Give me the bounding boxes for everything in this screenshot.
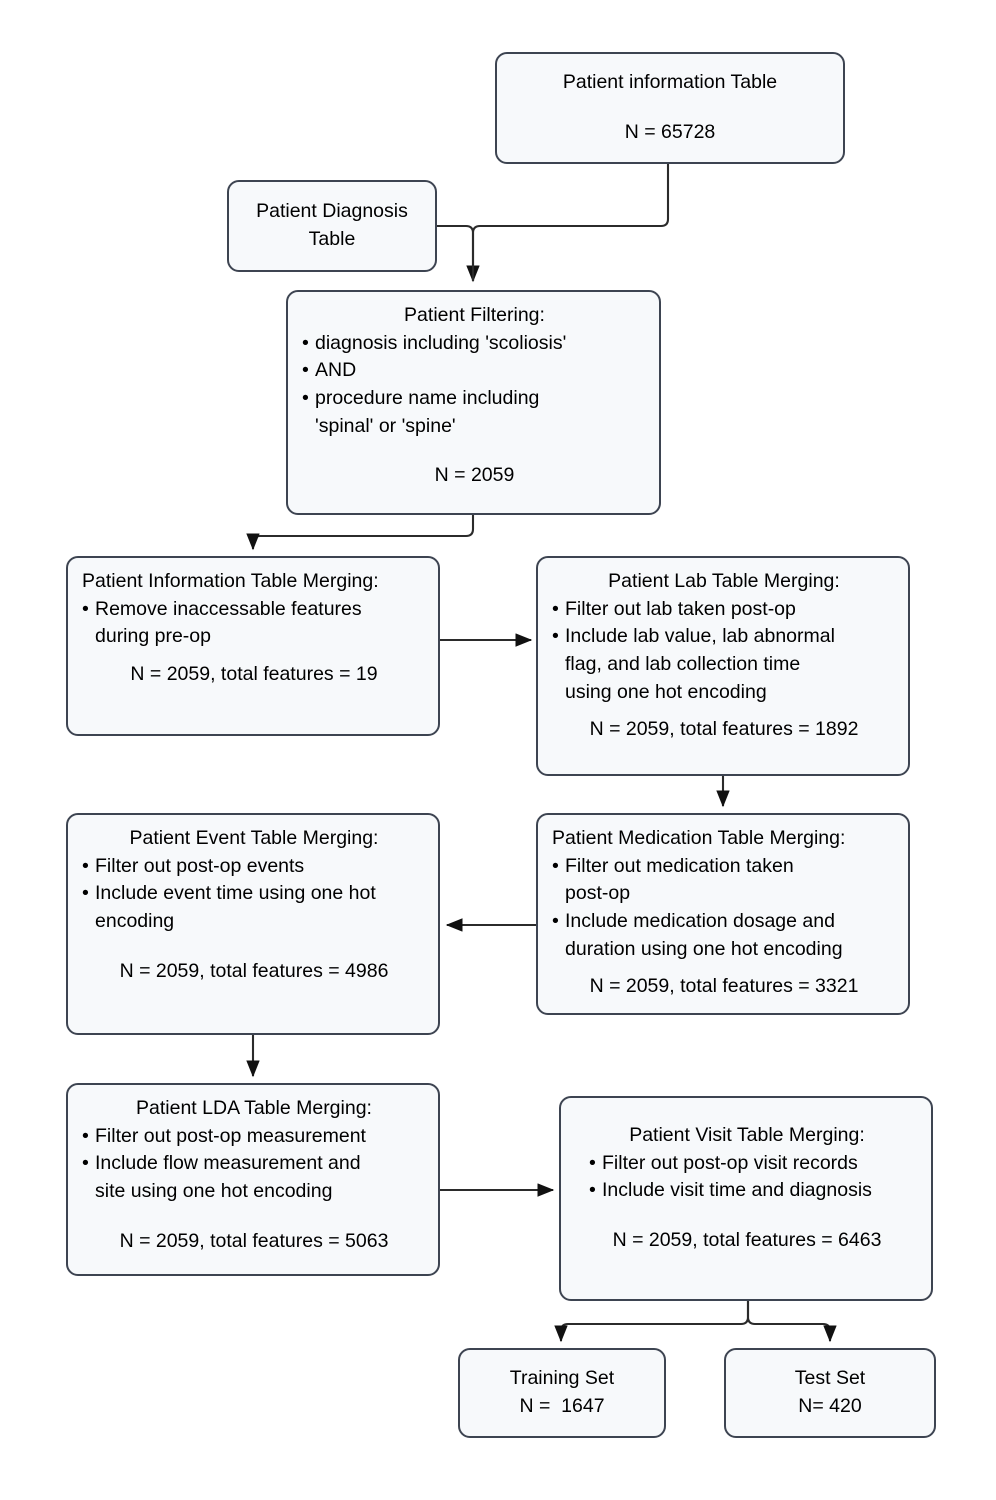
- node-title: Patient Lab Table Merging:: [608, 570, 840, 592]
- node-title: Patient Diagnosis Table: [256, 200, 408, 250]
- node-bullet-list: diagnosis including 'scoliosis' AND proc…: [302, 330, 647, 441]
- spacer: [82, 651, 426, 661]
- node-test-set[interactable]: Test Set N= 420: [724, 1348, 936, 1438]
- node-patient-diagnosis-table[interactable]: Patient Diagnosis Table: [227, 180, 437, 272]
- node-patient-information-table[interactable]: Patient information Table N = 65728: [495, 52, 845, 164]
- list-item: diagnosis including 'scoliosis': [302, 330, 647, 358]
- node-title: Patient Information Table Merging:: [82, 570, 379, 592]
- node-title: Test Set: [794, 1367, 866, 1390]
- list-item: Filter out post-op events: [82, 853, 426, 881]
- node-patient-visit-merging[interactable]: Patient Visit Table Merging: Filter out …: [559, 1096, 933, 1301]
- spacer: [552, 963, 896, 973]
- connector-diagnosis-to-filtering: [437, 224, 475, 281]
- node-count: N = 2059, total features = 3321: [589, 975, 859, 998]
- spacer: [82, 936, 426, 958]
- node-count: N = 2059, total features = 1892: [589, 718, 859, 741]
- spacer: [552, 706, 896, 716]
- spacer: [82, 1206, 426, 1228]
- node-count: N = 2059: [434, 464, 515, 487]
- node-count: N = 65728: [624, 121, 716, 143]
- node-title: Patient information Table: [562, 71, 778, 94]
- node-patient-filtering[interactable]: Patient Filtering: diagnosis including '…: [286, 290, 661, 515]
- list-item: Remove inaccessable features during pre-…: [82, 596, 426, 651]
- node-bullet-list: Filter out lab taken post-op Include lab…: [552, 596, 896, 707]
- node-title: Patient Event Table Merging:: [129, 827, 379, 849]
- spacer: [302, 440, 647, 462]
- node-patient-lda-merging[interactable]: Patient LDA Table Merging: Filter out po…: [66, 1083, 440, 1276]
- node-patient-lab-merging[interactable]: Patient Lab Table Merging: Filter out la…: [536, 556, 910, 776]
- node-title: Patient Medication Table Merging:: [552, 827, 846, 849]
- node-count: N = 2059, total features = 19: [130, 663, 378, 686]
- connector-filtering-to-information-merging: [246, 515, 475, 551]
- list-item: Include medication dosage and duration u…: [552, 908, 896, 963]
- connector-visit-to-test: [746, 1301, 837, 1343]
- node-patient-event-merging[interactable]: Patient Event Table Merging: Filter out …: [66, 813, 440, 1035]
- node-title: Training Set: [509, 1367, 615, 1390]
- node-bullet-list: Filter out medication taken post-op Incl…: [552, 853, 896, 964]
- node-count: N = 2059, total features = 4986: [119, 959, 389, 982]
- list-item: Filter out post-op visit records: [589, 1150, 919, 1178]
- list-item: Filter out lab taken post-op: [552, 596, 896, 624]
- node-patient-medication-merging[interactable]: Patient Medication Table Merging: Filter…: [536, 813, 910, 1015]
- node-count: N = 2059, total features = 6463: [612, 1229, 882, 1252]
- node-bullet-list: Filter out post-op events Include event …: [82, 853, 426, 936]
- node-title: Patient Filtering:: [404, 304, 545, 326]
- node-bullet-list: Filter out post-op measurement Include f…: [82, 1123, 426, 1206]
- connector-information-to-filtering: [466, 163, 670, 283]
- spacer: [575, 1205, 919, 1227]
- list-item: Include flow measurement and site using …: [82, 1150, 426, 1205]
- node-count: N = 2059, total features = 5063: [119, 1229, 389, 1252]
- list-item: Include event time using one hot encodin…: [82, 880, 426, 935]
- node-title: Patient Visit Table Merging:: [629, 1124, 865, 1146]
- node-bullet-list: Filter out post-op visit records Include…: [575, 1150, 919, 1205]
- node-training-set[interactable]: Training Set N = 1647: [458, 1348, 666, 1438]
- list-item: Include lab value, lab abnormal flag, an…: [552, 623, 896, 706]
- list-item: Filter out post-op measurement: [82, 1123, 426, 1151]
- list-item: procedure name including 'spinal' or 'sp…: [302, 385, 647, 440]
- connector-visit-to-training: [554, 1301, 750, 1343]
- node-patient-information-merging[interactable]: Patient Information Table Merging: Remov…: [66, 556, 440, 736]
- list-item: Include visit time and diagnosis: [589, 1177, 919, 1205]
- node-title: Patient LDA Table Merging:: [136, 1097, 372, 1119]
- node-bullet-list: Remove inaccessable features during pre-…: [82, 596, 426, 651]
- node-count: N= 420: [798, 1395, 862, 1417]
- list-item: Filter out medication taken post-op: [552, 853, 896, 908]
- list-item: AND: [302, 357, 647, 385]
- node-count: N = 1647: [519, 1395, 605, 1417]
